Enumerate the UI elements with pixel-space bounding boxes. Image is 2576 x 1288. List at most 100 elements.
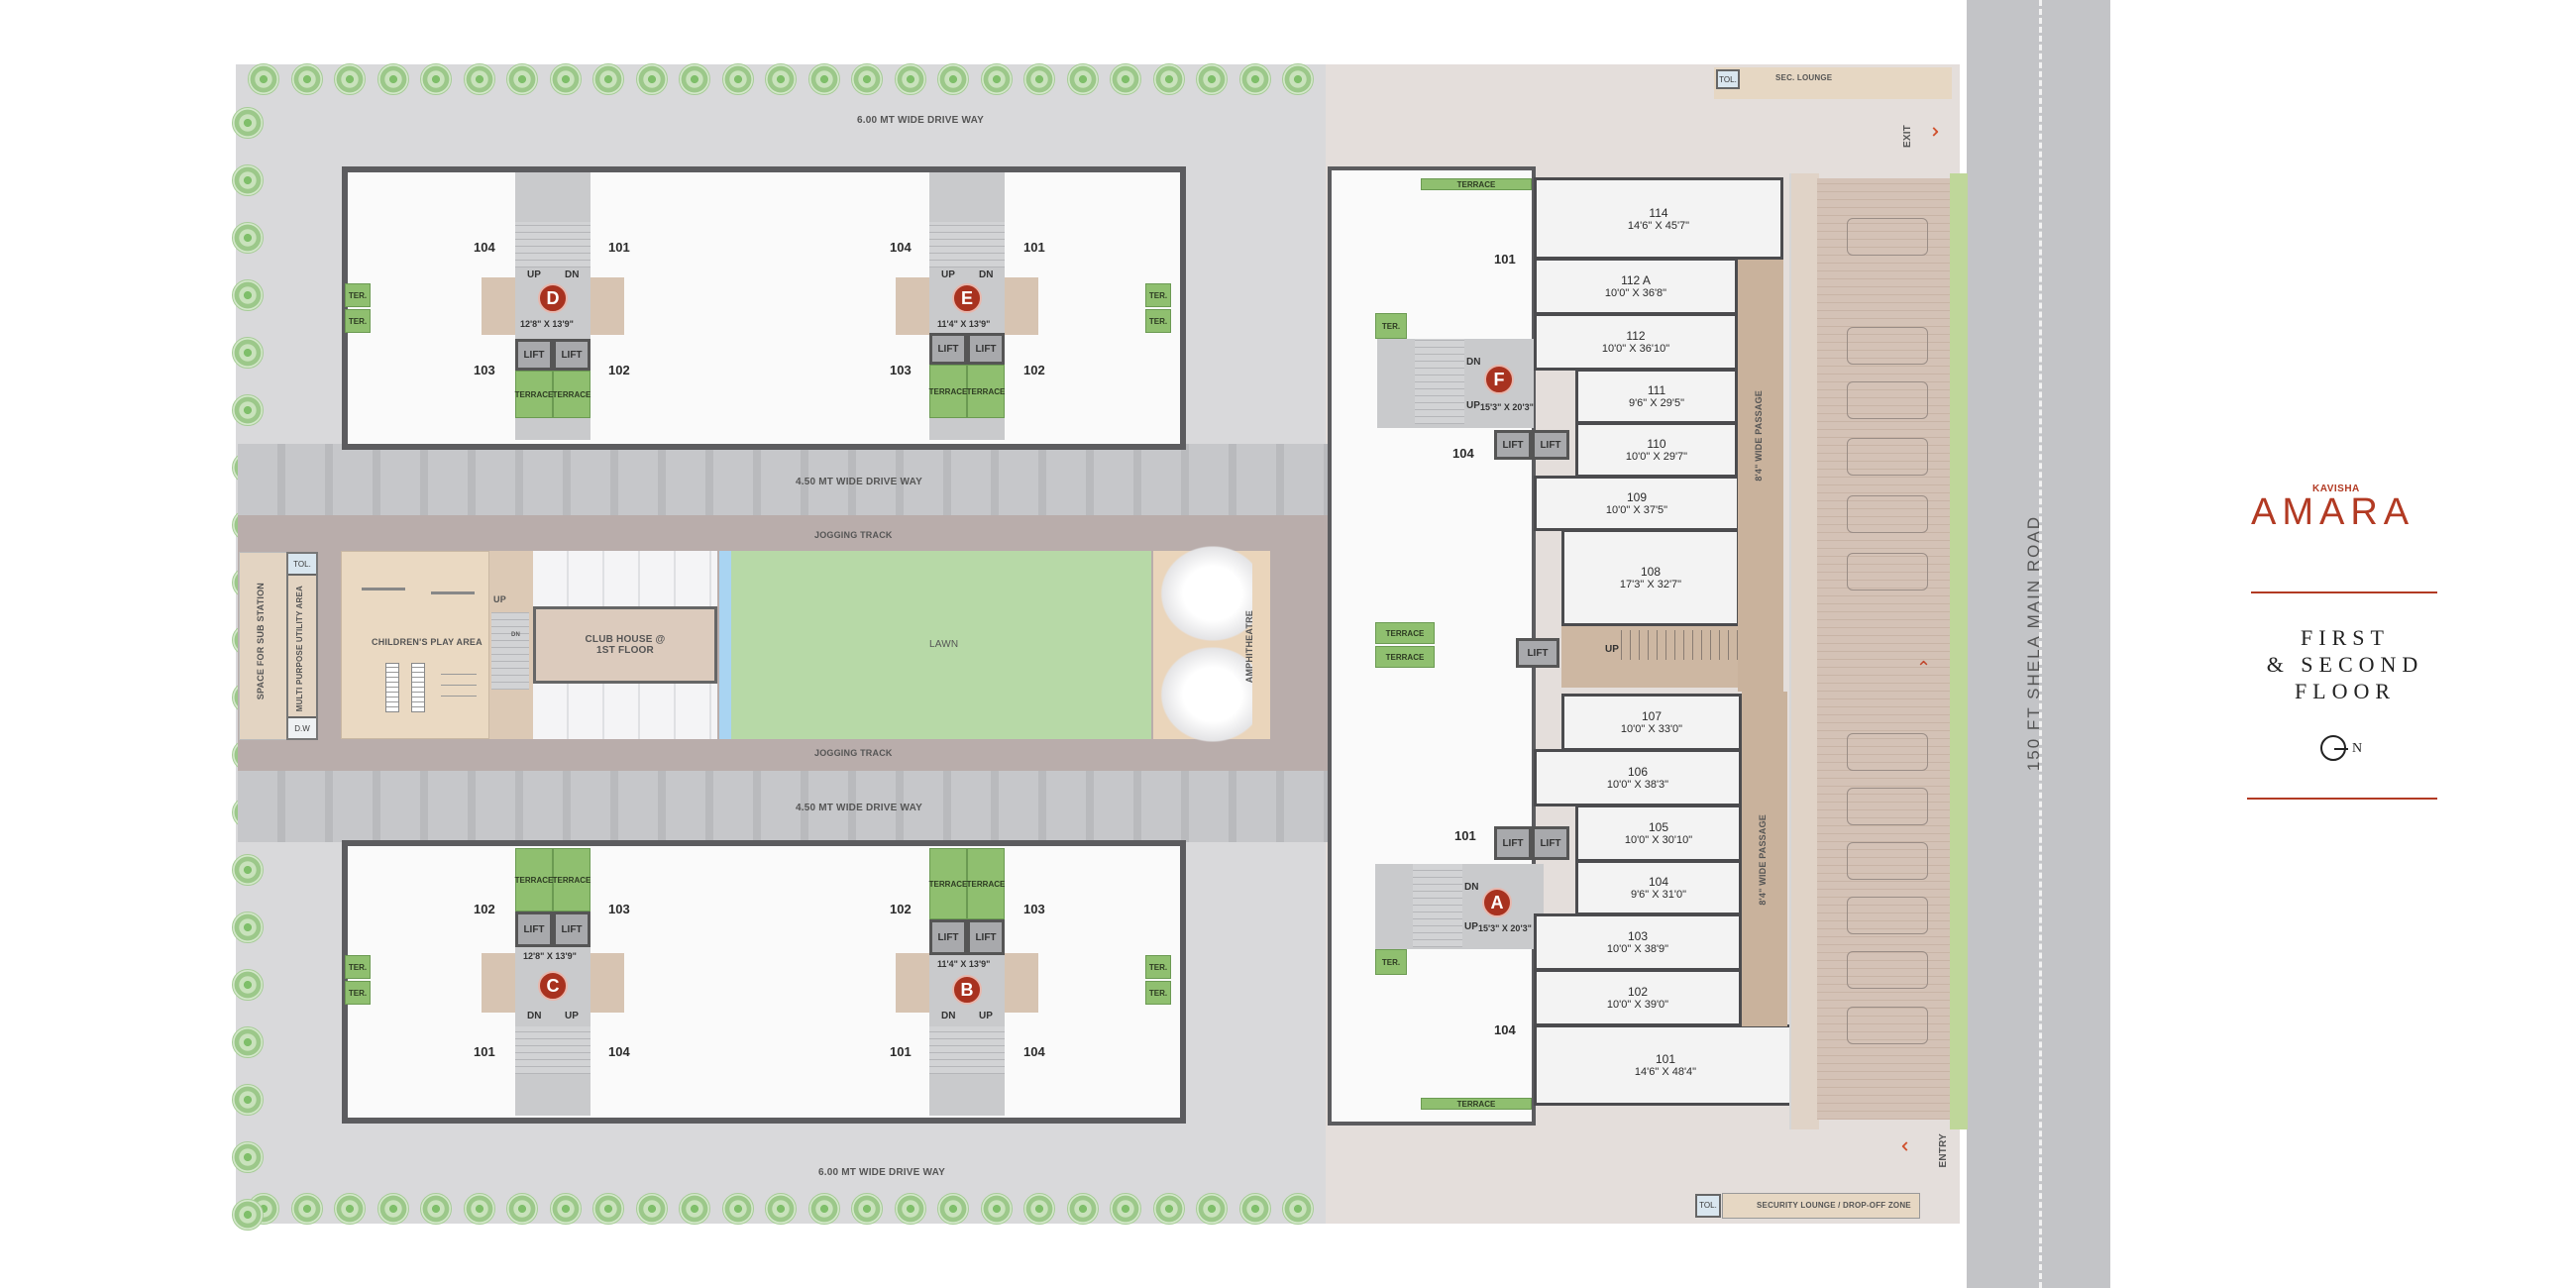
tree-icon [1066,63,1099,95]
seesaw-icon [362,588,405,590]
unit-f-101[interactable]: 101 [1494,252,1516,267]
gate-top: TOL. SEC. LOUNGE [1714,67,1952,99]
tree-icon [232,394,264,426]
club-stairs [491,612,529,690]
unit-a-104[interactable]: 104 [1494,1022,1516,1037]
driveway-arrow-icon: ⌃ [1916,658,1932,678]
unit-e-103[interactable]: 103 [890,363,912,377]
lobby-c-left [482,953,515,1013]
jogging-bottom-label: JOGGING TRACK [814,748,893,758]
tree-icon [1238,63,1271,95]
terrace-a-bottom: TERRACE [1421,1098,1532,1110]
tree-icon [232,854,264,886]
tree-icon [232,969,264,1001]
gate-top-toilet: TOL. [1716,69,1740,89]
tree-icon [807,63,840,95]
tower-d-badge: D [538,283,568,313]
unit-a-101[interactable]: 101 [1454,828,1476,843]
tree-icon [851,1193,883,1225]
tree-icon [506,63,538,95]
lift: LIFT [967,333,1005,365]
tower-b-badge: B [952,975,982,1005]
terrace: TERRACE [967,848,1005,919]
lift: LIFT [553,339,590,371]
tree-icon [290,1193,323,1225]
tensile-canopy [1153,640,1252,749]
terrace: TERRACE [553,371,590,418]
unit-c-102[interactable]: 102 [474,902,495,916]
tree-icon [851,63,883,95]
passage-top: 8'4" WIDE PASSAGE [1738,260,1783,692]
tree-icon [1152,1193,1185,1225]
unit-e-104[interactable]: 104 [890,240,912,255]
lift: LIFT [553,912,590,947]
tensile-canopy [1153,539,1252,648]
unit-d-102[interactable]: 102 [608,363,630,377]
sub-station: SPACE FOR SUB STATION [239,552,288,740]
tower-e-badge: E [952,283,982,313]
stairs [1413,864,1462,947]
tree-icon [549,1193,582,1225]
tree-icon [1282,63,1314,95]
unit-f-104[interactable]: 104 [1452,446,1474,461]
tree-icon [232,1199,264,1231]
tree-icon [232,164,264,196]
gate-bottom: TOL. SECURITY LOUNGE / DROP-OFF ZONE [1695,1193,1920,1219]
lobby-d-left [482,277,515,335]
entry-arrow-icon: ⌃ [1898,1136,1924,1156]
main-road: 150 FT SHELA MAIN ROAD [1967,0,2110,1288]
project-logo: AMARA [2251,491,2415,533]
unit-d-103[interactable]: 103 [474,363,495,377]
play-area: CHILDREN'S PLAY AREA [341,551,489,739]
north-label: N [2352,741,2363,756]
unit-c-101[interactable]: 101 [474,1044,495,1059]
tower-block-bottom [342,840,1186,1124]
drinking-water-box: D.W [288,716,316,738]
club-house-stairs: UP DN [489,551,533,739]
lift: LIFT [515,912,553,947]
security-dropoff: SECURITY LOUNGE / DROP-OFF ZONE [1757,1201,1911,1210]
unit-b-102[interactable]: 102 [890,902,912,916]
tower-a-badge: A [1482,888,1512,917]
unit-c-103[interactable]: 103 [608,902,630,916]
unit-d-101[interactable]: 101 [608,240,630,255]
tree-icon [232,1026,264,1058]
ter-f: TER. [1375,313,1407,339]
terrace: TERRACE [929,848,967,919]
lobby-b-left [896,953,929,1013]
unit-b-101[interactable]: 101 [890,1044,912,1059]
tree-icon [420,63,452,95]
terrace: TERRACE [515,371,553,418]
unit-e-102[interactable]: 102 [1023,363,1045,377]
tree-icon [376,63,409,95]
unit-c-104[interactable]: 104 [608,1044,630,1059]
lift: LIFT [1532,430,1569,460]
unit-b-103[interactable]: 103 [1023,902,1045,916]
tower-b-core: TERRACE TERRACE LIFT LIFT 11'4" X 13'9" … [929,848,1005,1116]
stairs [515,222,590,268]
tree-icon [334,1193,366,1225]
unit-b-104[interactable]: 104 [1023,1044,1045,1059]
tree-icon [807,1193,840,1225]
unit-d-104[interactable]: 104 [474,240,495,255]
tower-c-badge: C [538,971,568,1001]
unit-e-101[interactable]: 101 [1023,240,1045,255]
shop-stair-passage: UP [1561,626,1740,688]
tree-icon [232,1084,264,1116]
divider-top [2251,591,2437,593]
tower-d-core: UP DN D 12'8" X 13'9" LIFT LIFT TERRACE … [515,172,590,440]
